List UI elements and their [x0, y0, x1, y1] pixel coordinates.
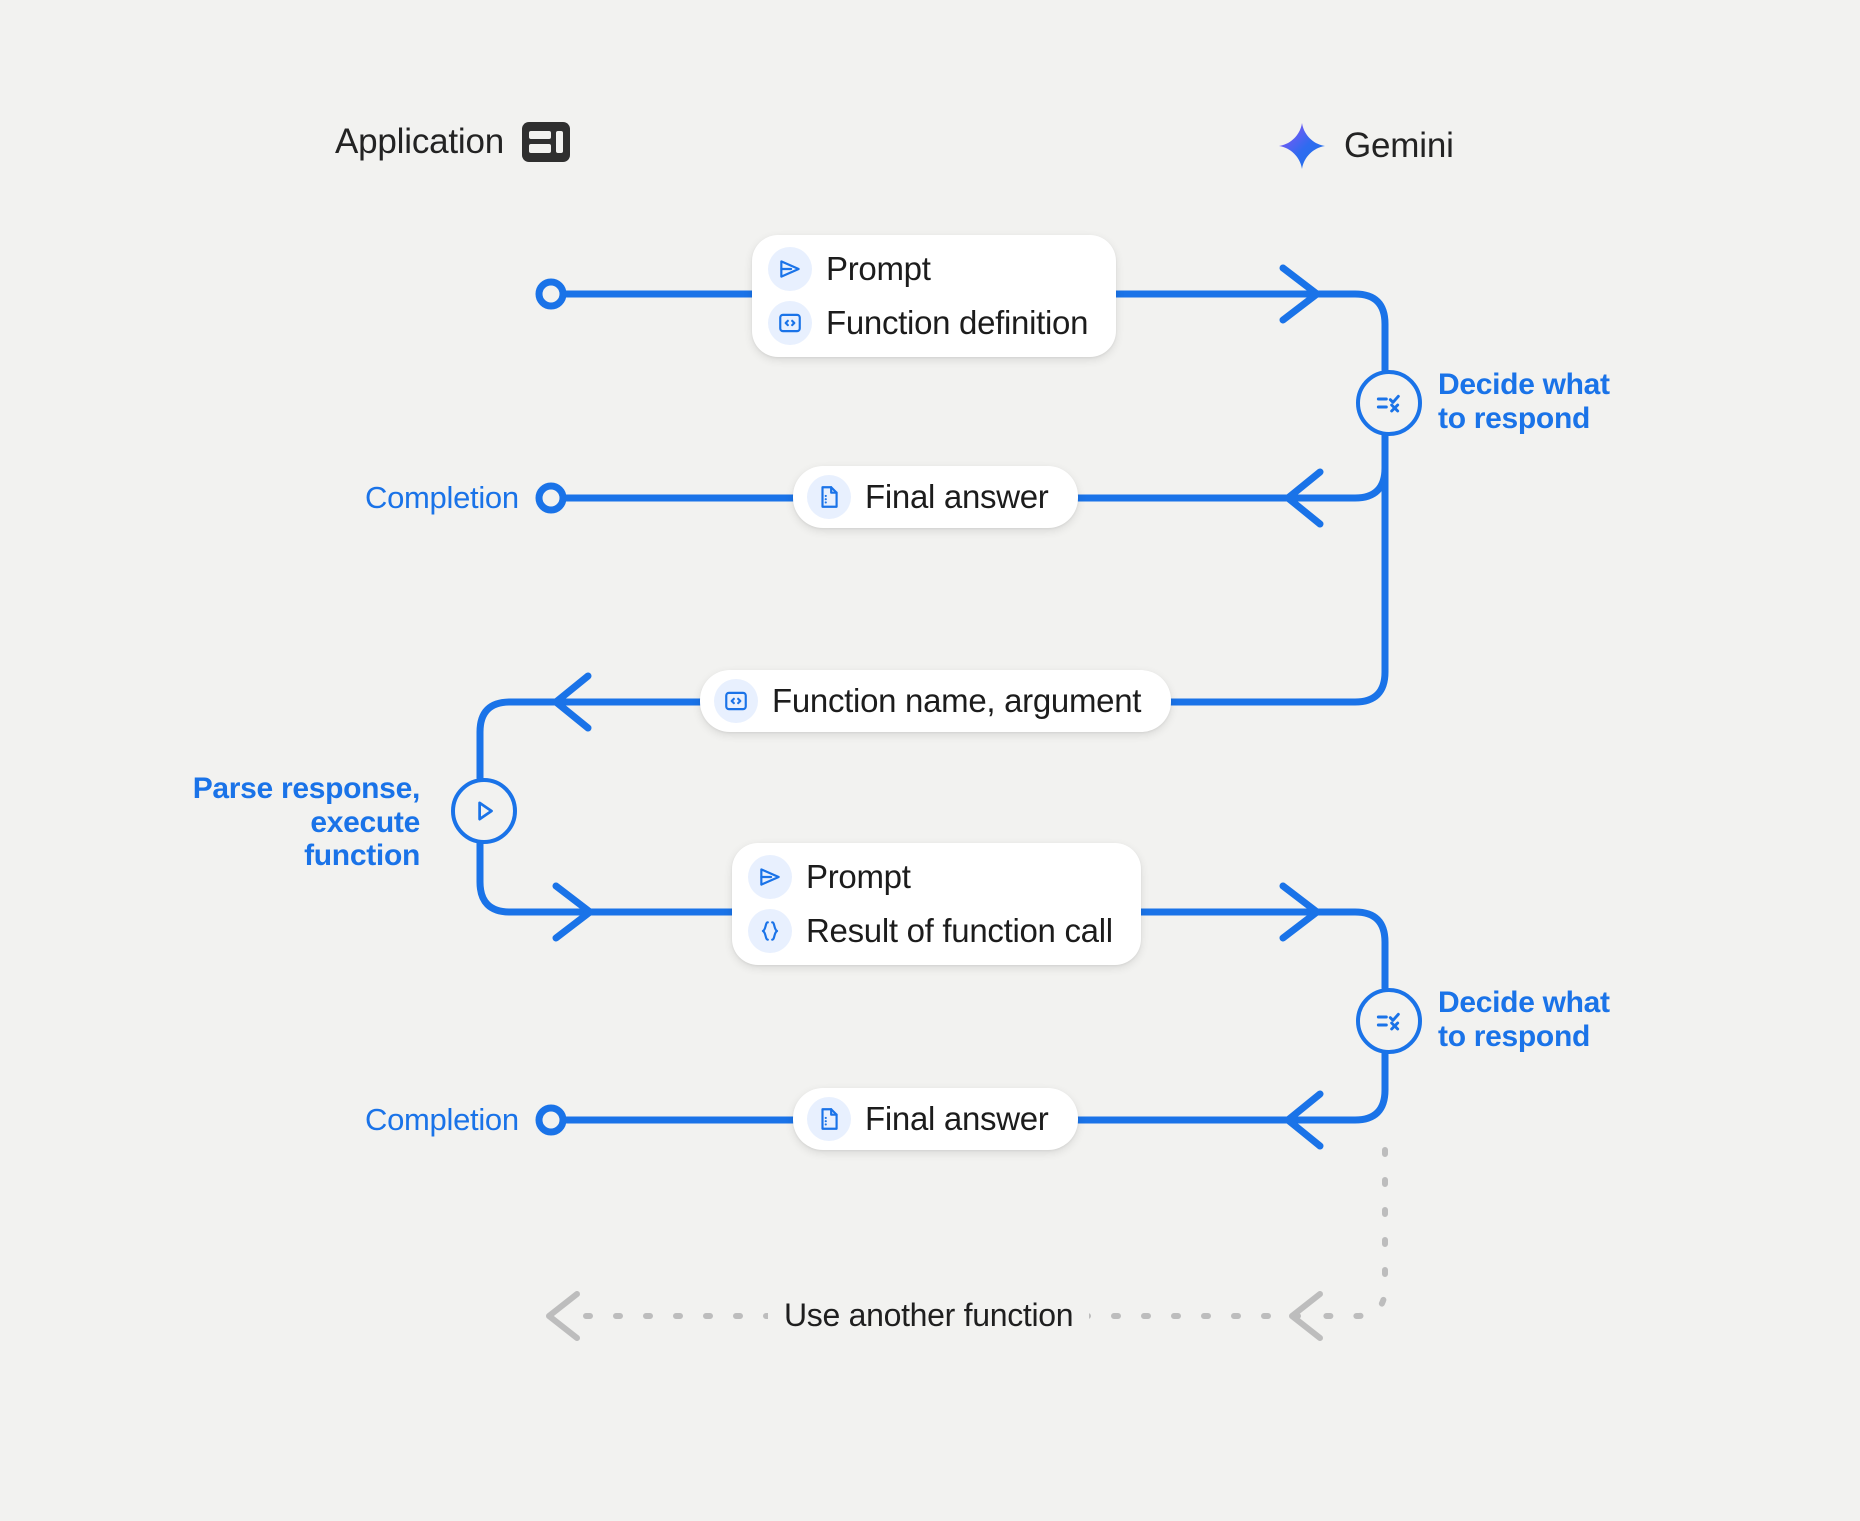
node-parse-response-execute-function[interactable]	[451, 778, 517, 844]
origin-dot-completion-1	[535, 482, 567, 514]
annotation-line: to respond	[1438, 401, 1590, 435]
annotation-parse: Parse response, execute function	[190, 772, 421, 873]
card-row-label: Prompt	[826, 250, 931, 287]
path-decide1-to-funccall	[1294, 424, 1389, 706]
path-out-of-parse	[476, 832, 570, 916]
annotation-line: to respond	[1438, 1019, 1590, 1053]
send-prompt-icon	[768, 247, 812, 291]
origin-dot-prompt-1	[535, 278, 567, 310]
dashed-arrowhead-left	[546, 1291, 580, 1341]
message-card-prompt-function-definition[interactable]: Prompt Function definition	[752, 235, 1117, 357]
code-brackets-icon	[768, 301, 812, 345]
send-prompt-icon	[748, 855, 792, 899]
dashed-arrowhead-mid	[1289, 1291, 1323, 1341]
arrowhead-left-final-2	[1284, 1090, 1324, 1150]
card-row-label: Result of function call	[806, 912, 1113, 949]
annotation-line: Decide what	[1438, 368, 1610, 401]
document-icon	[807, 1097, 851, 1141]
card-row-label: Function definition	[826, 304, 1089, 341]
completion-label-2: Completion	[365, 1102, 519, 1137]
card-row: Result of function call	[748, 909, 1113, 953]
card-row-label: Prompt	[806, 858, 911, 895]
message-card-prompt-result[interactable]: Prompt Result of function call	[732, 843, 1141, 965]
annotation-decide-1: Decide what to respond	[1438, 368, 1610, 435]
curly-braces-icon	[748, 909, 792, 953]
arrowhead-right-prompt2	[552, 882, 594, 942]
card-row-label: Function name, argument	[772, 682, 1142, 719]
card-row: Final answer	[807, 475, 1049, 519]
annotation-decide-2: Decide what to respond	[1438, 986, 1610, 1053]
completion-label-1: Completion	[365, 480, 519, 515]
message-card-final-answer-2[interactable]: Final answer	[793, 1088, 1079, 1150]
card-row: Prompt	[768, 247, 1088, 291]
dashboard-layout-icon	[522, 122, 571, 162]
node-decide-what-to-respond-1[interactable]	[1356, 370, 1422, 436]
card-row: Function definition	[768, 301, 1088, 345]
path-into-decide-2	[1306, 908, 1389, 992]
loop-caption: Use another function	[768, 1297, 1090, 1334]
arrowhead-right-1	[1279, 264, 1321, 324]
annotation-line: Parse response,	[192, 772, 421, 805]
annotation-line: Decide what	[1438, 986, 1610, 1019]
path-decide2-to-final2	[562, 1042, 1389, 1124]
node-decide-what-to-respond-2[interactable]	[1356, 988, 1422, 1054]
document-icon	[807, 475, 851, 519]
actor-application-label: Application	[335, 122, 505, 161]
card-row: Prompt	[748, 855, 1113, 899]
actor-gemini-label: Gemini	[1344, 126, 1454, 165]
annotation-line: execute function	[304, 805, 420, 873]
code-brackets-icon	[714, 679, 758, 723]
card-row: Function name, argument	[714, 679, 1141, 723]
card-row-label: Final answer	[865, 1100, 1049, 1137]
arrowhead-right-2	[1279, 882, 1321, 942]
dashed-loop-right-down	[1317, 1147, 1388, 1319]
gemini-sparkle-icon	[1278, 122, 1326, 170]
arrowhead-left-final-1	[1284, 468, 1324, 528]
path-into-decide-1	[1306, 290, 1389, 374]
actor-application: Application	[335, 122, 571, 162]
arrowhead-left-funcname	[552, 672, 592, 732]
card-row-label: Final answer	[865, 478, 1049, 515]
message-card-final-answer-1[interactable]: Final answer	[793, 466, 1079, 528]
path-into-parse	[476, 698, 570, 782]
origin-dot-completion-2	[535, 1104, 567, 1136]
message-card-function-name-argument[interactable]: Function name, argument	[700, 670, 1172, 732]
card-row: Final answer	[807, 1097, 1049, 1141]
actor-gemini: Gemini	[1278, 122, 1454, 170]
